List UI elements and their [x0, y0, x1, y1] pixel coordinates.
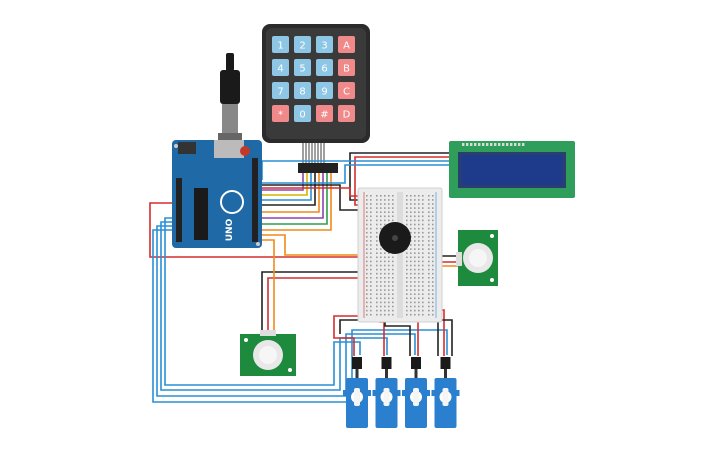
- arduino-logo-icon: [220, 190, 244, 214]
- keypad-key[interactable]: 0: [294, 105, 311, 122]
- piezo-buzzer[interactable]: [379, 222, 411, 254]
- servo-motor[interactable]: [372, 357, 401, 428]
- servo-connector: [411, 357, 421, 369]
- keypad-key-label: C: [343, 87, 350, 98]
- keypad-key[interactable]: A: [338, 36, 355, 53]
- wire-keypad-7: [262, 172, 328, 225]
- power-jack: [178, 142, 196, 154]
- servo-motor[interactable]: [343, 357, 371, 428]
- usb-port: [214, 140, 244, 158]
- keypad-key[interactable]: 8: [294, 82, 311, 99]
- keypad-keys: 1 2 3 A 4 5 6 B 7 8 9 C * 0 # D: [272, 36, 355, 122]
- wire-blue-1: [164, 217, 361, 386]
- wire-keypad-2: [262, 172, 308, 196]
- keypad-key-label: 9: [321, 87, 327, 98]
- keypad-4x4[interactable]: 1 2 3 A 4 5 6 B 7 8 9 C * 0 # D: [262, 24, 370, 173]
- keypad-key[interactable]: D: [338, 105, 355, 122]
- keypad-key-label: 5: [299, 64, 305, 75]
- wire-pir-left-3: [262, 239, 275, 338]
- keypad-key[interactable]: 3: [316, 36, 333, 53]
- wire-blue-2: [160, 221, 388, 391]
- servo-connector: [440, 357, 451, 369]
- wire-keypad-1: [262, 172, 304, 191]
- power-header: [176, 178, 182, 242]
- keypad-key-label: 4: [277, 64, 283, 75]
- pir-sensor-left[interactable]: [240, 330, 296, 376]
- keypad-key-label: 7: [277, 87, 283, 98]
- keypad-key-label: 1: [277, 41, 283, 52]
- keypad-key[interactable]: *: [272, 105, 289, 122]
- wire-red-5v: [262, 187, 362, 197]
- wire-black-gnd: [262, 184, 362, 211]
- lcd-16x2[interactable]: [449, 141, 575, 198]
- lcd-pins: [462, 143, 525, 146]
- servo-motor[interactable]: [402, 357, 430, 428]
- keypad-key-label: 2: [299, 41, 305, 52]
- keypad-key[interactable]: #: [316, 105, 333, 122]
- atmega-chip: [194, 188, 208, 240]
- arduino-logo-text: UNO: [225, 218, 235, 241]
- keypad-key-label: 3: [321, 41, 327, 52]
- keypad-key[interactable]: 1: [272, 36, 289, 53]
- servo-motors: [343, 357, 460, 428]
- keypad-key[interactable]: 4: [272, 59, 289, 76]
- keypad-key[interactable]: B: [338, 59, 355, 76]
- pir-sensor-right[interactable]: [456, 230, 498, 286]
- keypad-key[interactable]: 9: [316, 82, 333, 99]
- reset-button: [240, 146, 250, 156]
- keypad-key[interactable]: 6: [316, 59, 333, 76]
- wire-orange-bb: [262, 234, 362, 256]
- servo-connector: [381, 357, 392, 369]
- keypad-key[interactable]: 5: [294, 59, 311, 76]
- keypad-key-label: B: [343, 64, 350, 75]
- wires: [149, 143, 462, 403]
- keypad-key[interactable]: 2: [294, 36, 311, 53]
- arduino-uno[interactable]: UNO: [172, 140, 262, 248]
- wire-keypad-3: [262, 172, 312, 201]
- wire-pir-left-1: [261, 271, 362, 338]
- keypad-key-label: 6: [321, 64, 327, 75]
- keypad-key[interactable]: 7: [272, 82, 289, 99]
- digital-header: [252, 158, 258, 242]
- wire-red-power: [149, 202, 360, 258]
- usb-cable: [218, 53, 242, 141]
- keypad-ribbon-cable: [302, 143, 325, 165]
- keypad-key-label: A: [343, 41, 350, 52]
- keypad-key[interactable]: C: [338, 82, 355, 99]
- keypad-key-label: D: [343, 110, 351, 121]
- wire-pir-left-2: [267, 277, 362, 338]
- keypad-key-label: 8: [299, 87, 305, 98]
- keypad-key-label: 0: [299, 110, 305, 121]
- keypad-key-label: *: [278, 110, 283, 121]
- lcd-screen: [461, 155, 563, 185]
- wire-keypad-8: [262, 172, 332, 231]
- servo-motor[interactable]: [431, 357, 460, 428]
- wire-lcd-4: [262, 164, 449, 184]
- keypad-connector: [298, 163, 338, 173]
- keypad-key-label: #: [320, 110, 328, 121]
- servo-connector: [352, 357, 362, 369]
- breadboard[interactable]: [357, 187, 443, 323]
